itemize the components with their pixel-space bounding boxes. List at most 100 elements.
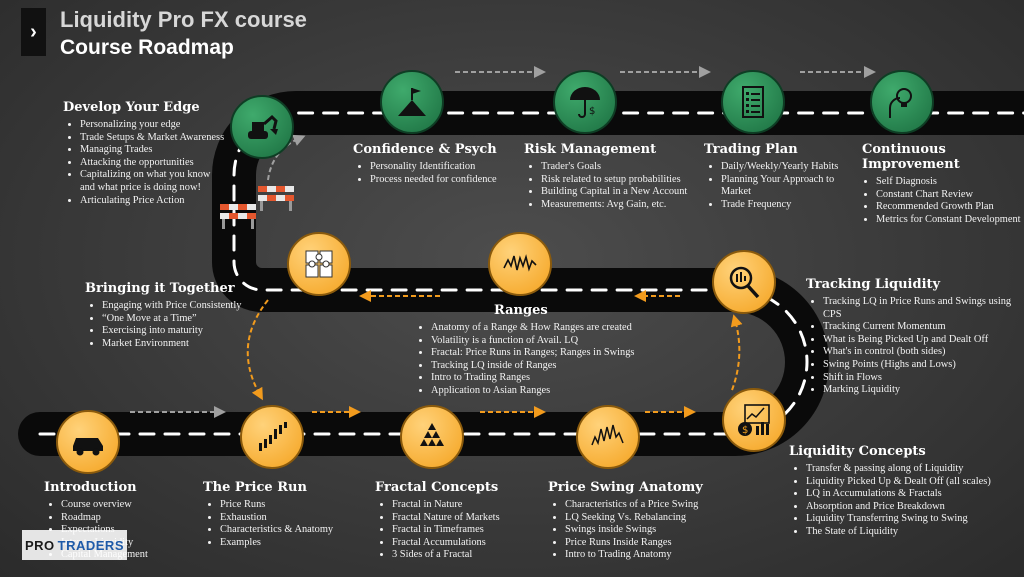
bullet-item: Swing Points (Highs and Lows): [823, 359, 1016, 372]
section-title: Liquidity Concepts: [789, 444, 926, 459]
section-title: Confidence & Psych: [353, 142, 497, 157]
section-confidence-psych: Confidence & Psych Personality Identific…: [353, 142, 518, 186]
bullet-item: Exercising into maturity: [102, 325, 245, 338]
section-the-price-run: The Price Run Price RunsExhaustionCharac…: [203, 480, 353, 549]
section-title: Ranges: [494, 303, 548, 318]
bullet-item: Planning Your Approach to Market: [721, 174, 854, 199]
bullet-item: Expectations: [61, 524, 184, 537]
bullet-item: Fractal in Timeframes: [392, 524, 535, 537]
lightbulb-head-icon: [870, 70, 934, 134]
summit-flag-icon: [380, 70, 444, 134]
bullet-item: LQ in Accumulations & Fractals: [806, 488, 1019, 501]
bullet-item: What is Being Picked Up and Dealt Off: [823, 334, 1016, 347]
bullet-item: Volatility is a function of Avail. LQ: [431, 335, 674, 348]
bullet-item: Trade Frequency: [721, 199, 854, 212]
bullet-item: Intro to Trading Ranges: [431, 372, 674, 385]
bullet-item: LQ Seeking Vs. Rebalancing: [565, 512, 718, 525]
bullet-item: Measurements: Avg Gain, etc.: [541, 199, 704, 212]
bullet-item: Exhaustion: [220, 512, 353, 525]
section-title: The Price Run: [203, 480, 307, 495]
bullet-list: Personality IdentificationProcess needed…: [353, 161, 518, 186]
bullet-item: Characteristics & Anatomy: [220, 524, 353, 537]
section-title: Risk Management: [524, 142, 657, 157]
bullet-item: Tracking Current Momentum: [823, 321, 1016, 334]
candlestick-icon: [240, 405, 304, 469]
bullet-item: Personalizing your edge: [80, 119, 228, 132]
bullet-item: Marking Liquidity: [823, 384, 1016, 397]
flow-arrow: [246, 299, 269, 401]
bullet-item: Managing Trades: [80, 144, 228, 157]
bullet-item: Risk related to setup probabilities: [541, 174, 704, 187]
bullet-list: Tracking LQ in Price Runs and Swings usi…: [806, 296, 1016, 397]
price-swing-icon: [576, 405, 640, 469]
page-title: Course Roadmap: [60, 36, 234, 59]
section-price-swing-anatomy: Price Swing Anatomy Characteristics of a…: [548, 480, 718, 562]
bullet-item: Market Environment: [102, 338, 245, 351]
section-title: Fractal Concepts: [375, 480, 499, 495]
bullet-item: Tracking LQ inside of Ranges: [431, 360, 674, 373]
section-title: Continuous: [862, 142, 946, 157]
section-title: Price Swing Anatomy: [548, 480, 703, 495]
section-title: Develop Your Edge: [63, 100, 200, 115]
nav-next-button[interactable]: ›: [21, 8, 46, 56]
section-title: Introduction: [44, 480, 137, 495]
road-barrier-icon: [220, 186, 294, 229]
bullet-item: Anatomy of a Range & How Ranges are crea…: [431, 322, 674, 335]
section-risk-management: Risk Management Trader's GoalsRisk relat…: [524, 142, 704, 211]
bullet-item: Trader's Goals: [541, 161, 704, 174]
bullet-item: Daily/Weekly/Yearly Habits: [721, 161, 854, 174]
bullet-item: Capitalizing on what you know and what p…: [80, 169, 228, 194]
bullet-item: Fractal Nature of Markets: [392, 512, 535, 525]
svg-text:$: $: [589, 106, 595, 117]
bullet-item: “One Move at a Time”: [102, 313, 245, 326]
section-trading-plan: Trading Plan Daily/Weekly/Yearly HabitsP…: [704, 142, 854, 211]
bullet-item: Personality Identification: [370, 161, 518, 174]
section-develop-your-edge: Develop Your Edge Personalizing your edg…: [63, 100, 228, 207]
bullet-list: Transfer & passing along of LiquidityLiq…: [789, 463, 1019, 539]
bullet-item: Constant Chart Review: [876, 189, 1024, 202]
logo-text-pro: PRO: [24, 537, 55, 553]
bullet-list: Self DiagnosisConstant Chart ReviewRecom…: [862, 176, 1024, 226]
bullet-list: Personalizing your edgeTrade Setups & Ma…: [63, 119, 228, 207]
bullet-item: Trade Setups & Market Awareness: [80, 132, 228, 145]
bullet-item: Price Runs Inside Ranges: [565, 537, 718, 550]
bullet-item: Attacking the opportunities: [80, 157, 228, 170]
bullet-item: Fractal: Price Runs in Ranges; Ranges in…: [431, 347, 674, 360]
course-title: Liquidity Pro FX course: [60, 7, 307, 32]
section-title-line2: Improvement: [862, 157, 960, 172]
bullet-item: Articulating Price Action: [80, 195, 228, 208]
bullet-list: Trader's GoalsRisk related to setup prob…: [524, 161, 704, 211]
checklist-icon: [721, 70, 785, 134]
bullet-item: Intro to Trading Anatomy: [565, 549, 718, 562]
bullet-item: The State of Liquidity: [806, 526, 1019, 539]
bullet-item: Shift in Flows: [823, 372, 1016, 385]
section-title: Trading Plan: [704, 142, 798, 157]
bullet-list: Anatomy of a Range & How Ranges are crea…: [414, 322, 674, 398]
bullet-item: Roadmap: [61, 512, 184, 525]
bullet-item: Metrics for Constant Development: [876, 214, 1024, 227]
svg-text:$: $: [742, 425, 748, 436]
section-fractal-concepts: Fractal Concepts Fractal in NatureFracta…: [375, 480, 535, 562]
bullet-item: Characteristics of a Price Swing: [565, 499, 718, 512]
bullet-item: Process needed for confidence: [370, 174, 518, 187]
triangle-fractal-icon: [400, 405, 464, 469]
bullet-item: Self Diagnosis: [876, 176, 1024, 189]
section-title: Bringing it Together: [85, 281, 235, 296]
bullet-item: Fractal in Nature: [392, 499, 535, 512]
bullet-list: Engaging with Price Consistently“One Mov…: [85, 300, 245, 350]
bullet-item: Building Capital in a New Account: [541, 186, 704, 199]
bullet-item: Fractal Accumulations: [392, 537, 535, 550]
bullet-item: 3 Sides of a Fractal: [392, 549, 535, 562]
magnifier-candles-icon: [712, 250, 776, 314]
bullet-item: Swings inside Swings: [565, 524, 718, 537]
bullet-item: Tracking LQ in Price Runs and Swings usi…: [823, 296, 1016, 321]
bullet-list: Fractal in NatureFractal Nature of Marke…: [375, 499, 535, 562]
car-icon: [56, 410, 120, 474]
pro-traders-logo: PRO TRADERS: [22, 530, 127, 560]
bullet-item: What's in control (both sides): [823, 346, 1016, 359]
puzzle-icon: [287, 232, 351, 296]
range-chart-icon: [488, 232, 552, 296]
bullet-list: Daily/Weekly/Yearly HabitsPlanning Your …: [704, 161, 854, 211]
bullet-item: Application to Asian Ranges: [431, 385, 674, 398]
section-bringing-it-together: Bringing it Together Engaging with Price…: [85, 281, 245, 350]
